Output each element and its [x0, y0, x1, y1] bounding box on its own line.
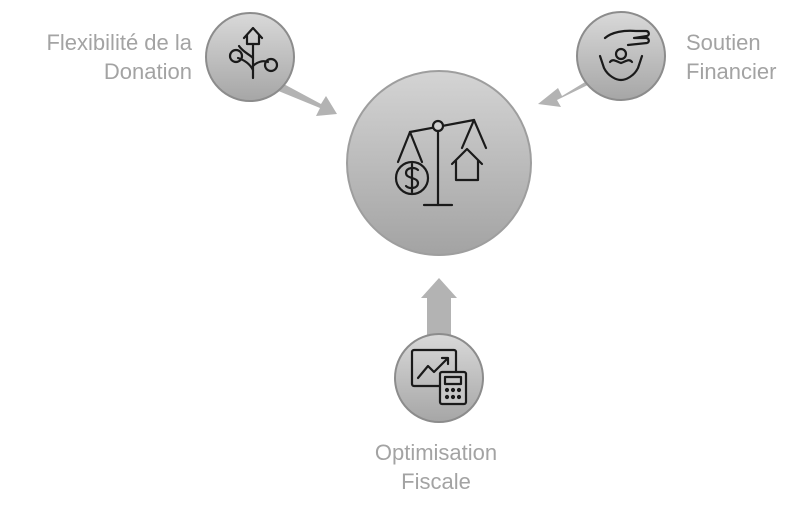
node-flexibility: [205, 12, 295, 102]
arrow-from-tax: [421, 278, 457, 346]
hand-support-icon: [598, 29, 650, 82]
arrow-from-support: [538, 73, 600, 107]
arrow-from-flexibility: [276, 82, 337, 116]
node-tax: [394, 333, 484, 423]
label-tax: Optimisation Fiscale: [336, 438, 536, 496]
label-flexibility-line-1: Flexibilité de la: [46, 30, 192, 55]
label-support-line-2: Financier: [686, 59, 777, 84]
label-flexibility-line-2: Donation: [103, 59, 192, 84]
label-tax-line-1: Optimisation: [374, 440, 498, 465]
center-node: [346, 70, 532, 256]
node-support: [576, 11, 666, 101]
label-flexibility: Flexibilité de la Donation: [0, 28, 192, 86]
chart-calculator-icon: [410, 348, 468, 406]
label-support: Soutien Financier: [686, 28, 806, 86]
label-tax-line-2: Fiscale: [401, 469, 471, 494]
tree-house-icon: [228, 26, 279, 80]
label-support-line-1: Soutien: [686, 30, 761, 55]
balance-scale-icon: [394, 118, 488, 207]
